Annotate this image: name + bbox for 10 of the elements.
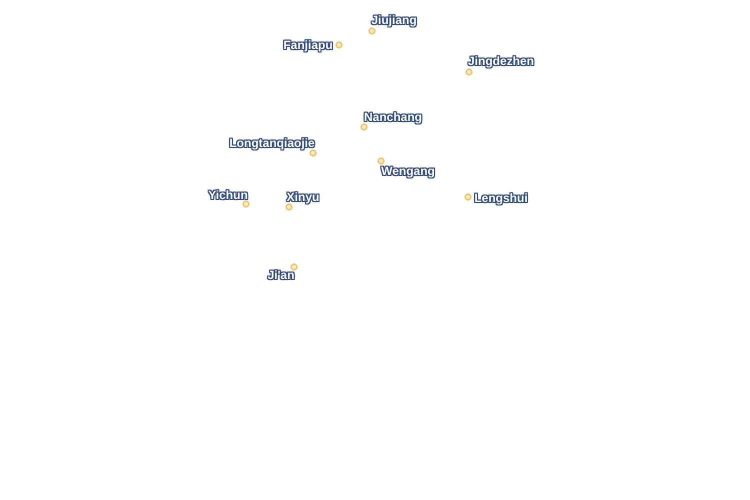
city-label: Fanjiapu [283,38,333,52]
city-label: Wengang [381,164,435,178]
city-label: Xinyu [286,190,320,204]
city-label: Jingdezhen [468,54,534,68]
city-label: Nanchang [364,110,422,124]
city-label: Longtanqiaojie [229,136,315,150]
city-label: Lengshui [474,191,528,205]
city-label: Yichun [208,188,248,202]
city-label: Ji'an [268,268,294,282]
city-label: Jiujiang [371,13,417,27]
